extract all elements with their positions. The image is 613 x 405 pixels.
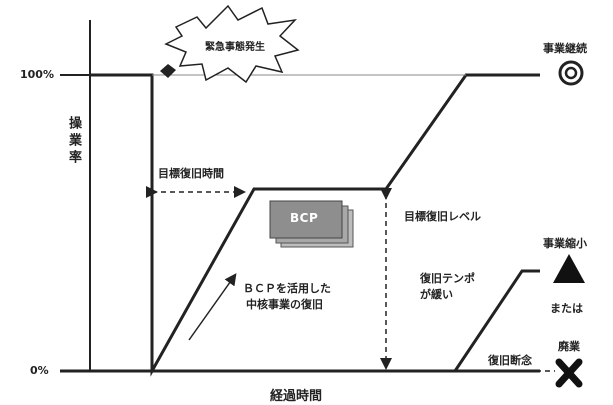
slow-recovery-line xyxy=(453,269,540,372)
emergency-burst xyxy=(164,4,300,84)
outcome-or: または xyxy=(550,302,583,315)
shrink-mark xyxy=(553,254,585,283)
bcp-recovery-label-2: 中核事業の復旧 xyxy=(246,298,323,311)
x-axis-title: 経過時間 xyxy=(270,389,323,404)
recovery-direction-arrow xyxy=(188,273,237,341)
slow-recovery-label-1: 復旧テンポ xyxy=(420,272,475,285)
continue-mark-inner xyxy=(564,66,578,80)
y-tick-0: 0% xyxy=(30,364,49,377)
slow-recovery-label-2: が緩い xyxy=(420,288,453,301)
continue-mark-outer xyxy=(558,60,584,86)
emergency-pointer xyxy=(160,64,176,78)
outcome-shrink: 事業縮小 xyxy=(543,237,587,250)
outcome-abolish: 廃業 xyxy=(558,340,580,353)
abolish-mark xyxy=(555,358,583,388)
y-tick-100: 100% xyxy=(20,68,54,81)
bcp-card-front xyxy=(269,200,343,239)
bcp-recovery-label-1: ＢＣＰを活用した xyxy=(243,282,331,295)
bcp-card-text: BCP xyxy=(290,211,319,225)
y-axis-title: 操業率 xyxy=(66,116,81,167)
give-up-label: 復旧断念 xyxy=(488,354,532,367)
target-time-label: 目標復旧時間 xyxy=(158,167,224,180)
outcome-continue: 事業継続 xyxy=(543,42,587,55)
target-level-label: 目標復旧レベル xyxy=(404,210,481,223)
emergency-label: 緊急事態発生 xyxy=(205,42,265,53)
